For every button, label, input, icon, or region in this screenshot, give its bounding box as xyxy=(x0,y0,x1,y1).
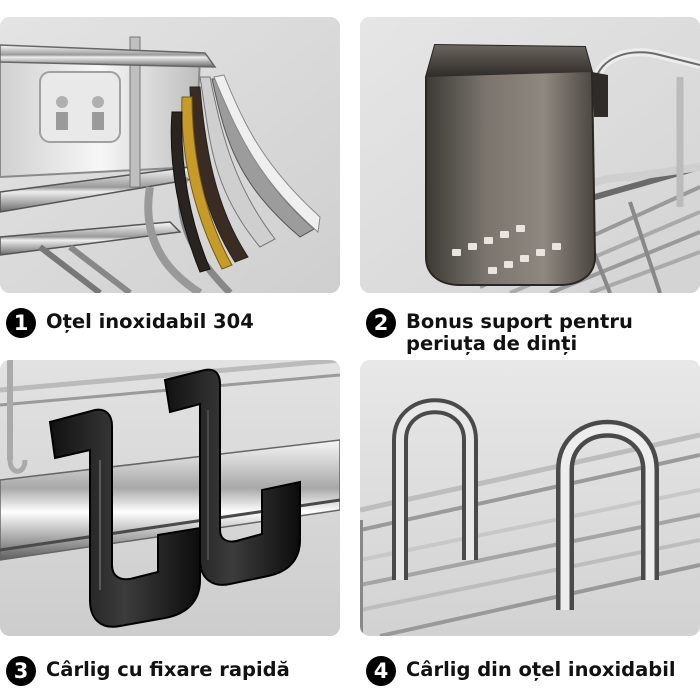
feature-2-label-line1: Bonus suport pentru xyxy=(406,310,633,333)
feature-2-label: Bonus suport pentru periuța de dinți xyxy=(406,308,633,355)
feature-1-caption: 1 Oțel inoxidabil 304 xyxy=(6,308,254,338)
stainless-steel-layers-image xyxy=(0,17,340,293)
number-badge-3: 3 xyxy=(6,656,36,686)
quick-fix-hooks-image xyxy=(0,360,340,636)
feature-3-caption: 3 Cârlig cu fixare rapidă xyxy=(6,656,290,686)
toothbrush-holder-image xyxy=(360,17,700,293)
feature-1-label: Oțel inoxidabil 304 xyxy=(46,310,254,333)
feature-2-caption: 2 Bonus suport pentru periuța de dinți xyxy=(366,308,633,355)
stainless-steel-hook-image xyxy=(360,360,700,636)
number-badge-2: 2 xyxy=(366,308,396,338)
number-badge-4: 4 xyxy=(366,656,396,686)
feature-4-caption: 4 Cârlig din oțel inoxidabil xyxy=(366,656,676,686)
feature-4-label: Cârlig din oțel inoxidabil xyxy=(406,658,676,681)
number-badge-1: 1 xyxy=(6,308,36,338)
feature-2-label-line2: periuța de dinți xyxy=(406,332,578,355)
feature-3-label: Cârlig cu fixare rapidă xyxy=(46,658,290,681)
